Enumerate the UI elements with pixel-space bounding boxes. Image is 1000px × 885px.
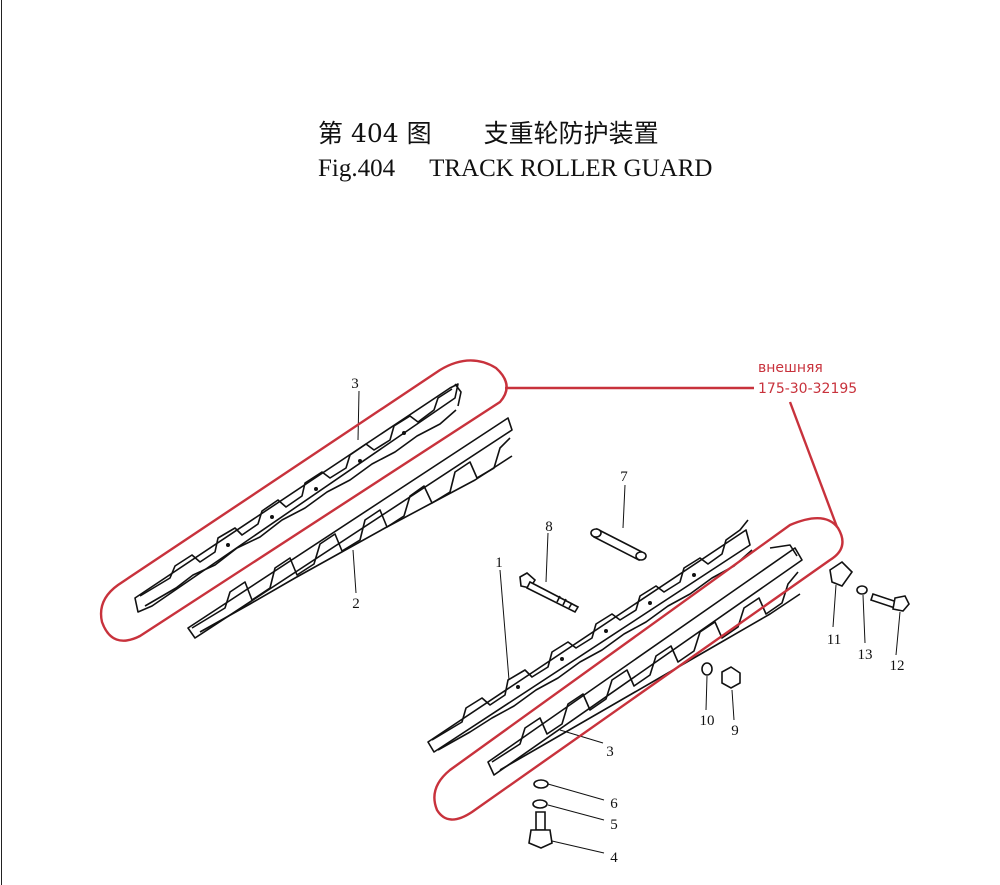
guard-part-1 <box>427 519 753 753</box>
highlight-outline-lower-guard <box>433 517 844 821</box>
nut-part-9 <box>721 666 741 689</box>
figure-name-en: TRACK ROLLER GUARD <box>429 155 713 182</box>
annotation-label: внешняя <box>758 360 823 376</box>
callout-1: 1 <box>495 555 503 571</box>
figure-title-chinese: 第 404 图 支重轮防护装置 <box>318 114 659 150</box>
callout-8: 8 <box>545 519 553 535</box>
callout-13: 13 <box>858 647 873 663</box>
callout-7: 7 <box>620 469 628 485</box>
washer-part-5 <box>532 799 548 809</box>
guard-part-3-lower <box>487 544 803 776</box>
callout-3-lower: 3 <box>606 744 614 760</box>
washer-part-6 <box>533 779 549 789</box>
annotation-connector-lower <box>788 401 839 528</box>
red-annotation <box>99 359 844 821</box>
washer-part-13 <box>856 585 868 595</box>
bolt-part-12 <box>869 592 910 612</box>
figure-title-english: Fig.404 TRACK ROLLER GUARD <box>318 155 712 183</box>
figure-name-cn: 支重轮防护装置 <box>483 119 659 148</box>
callout-5: 5 <box>610 817 618 833</box>
callout-2: 2 <box>352 596 360 612</box>
callout-11: 11 <box>827 632 841 648</box>
callout-10: 10 <box>700 713 715 729</box>
callout-labels: 3 2 7 8 1 3 6 5 4 10 9 11 13 12 <box>351 376 904 866</box>
highlight-outline-upper-guard <box>99 359 508 642</box>
bolt-part-4 <box>528 811 553 849</box>
bolt-part-8 <box>519 572 580 614</box>
hardware-parts <box>528 560 910 849</box>
page-border-line <box>1 0 2 885</box>
pin-part-7 <box>590 527 647 562</box>
annotation-part-number: 175-30-32195 <box>758 381 857 397</box>
callout-9: 9 <box>731 723 739 739</box>
figure-number-cn: 第 404 图 <box>318 119 432 148</box>
guard-part-2 <box>187 417 513 639</box>
figure-number-en: Fig.404 <box>318 155 396 182</box>
callout-12: 12 <box>890 658 905 674</box>
plate-part-11 <box>829 560 854 587</box>
washer-part-10 <box>701 662 713 676</box>
callout-6: 6 <box>610 796 618 812</box>
callout-4: 4 <box>610 850 618 866</box>
callout-3-upper: 3 <box>351 376 359 392</box>
leader-lines <box>352 390 901 854</box>
guard-part-3-upper <box>134 383 462 613</box>
